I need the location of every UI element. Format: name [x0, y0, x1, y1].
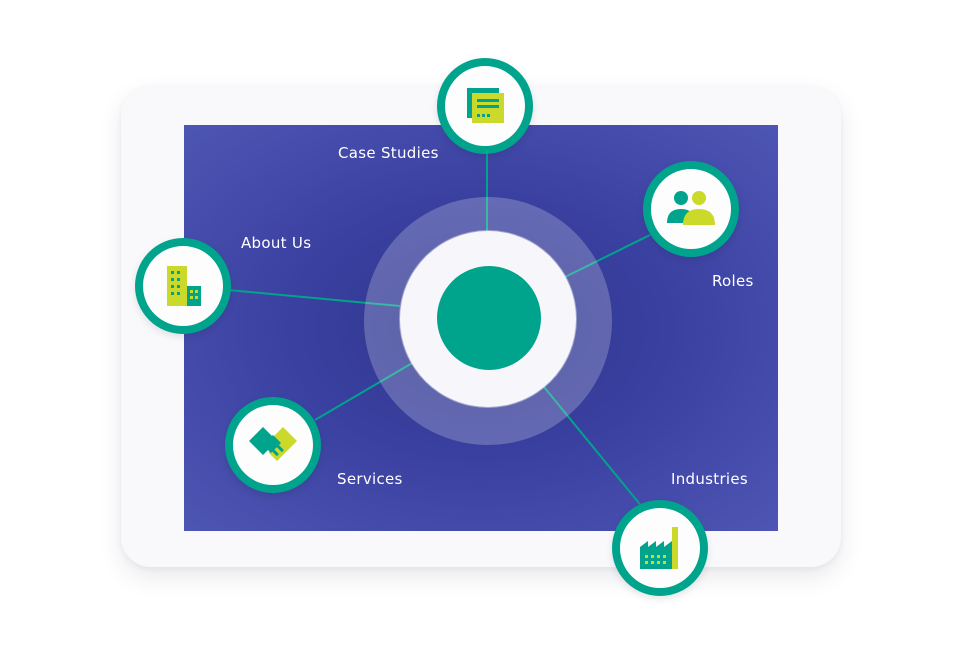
- label-case-studies: Case Studies: [338, 144, 439, 162]
- connector-roles: [564, 234, 651, 278]
- node-about-us[interactable]: [135, 238, 231, 334]
- connector-services: [314, 361, 415, 421]
- connector-about-us: [227, 289, 401, 307]
- hub-circle: [437, 266, 541, 370]
- label-about-us: About Us: [241, 234, 312, 252]
- label-services: Services: [337, 470, 403, 488]
- building-icon: [167, 266, 201, 306]
- node-industries[interactable]: [612, 500, 708, 596]
- people-icon: [667, 191, 715, 225]
- factory-icon: [640, 527, 678, 569]
- connector-industries: [543, 386, 644, 509]
- document-icon: [467, 88, 504, 123]
- label-roles: Roles: [712, 272, 754, 290]
- node-case-studies[interactable]: [437, 58, 533, 154]
- label-industries: Industries: [671, 470, 749, 488]
- node-services[interactable]: [225, 397, 321, 493]
- node-roles[interactable]: [643, 161, 739, 257]
- handshake-icon: [249, 427, 297, 461]
